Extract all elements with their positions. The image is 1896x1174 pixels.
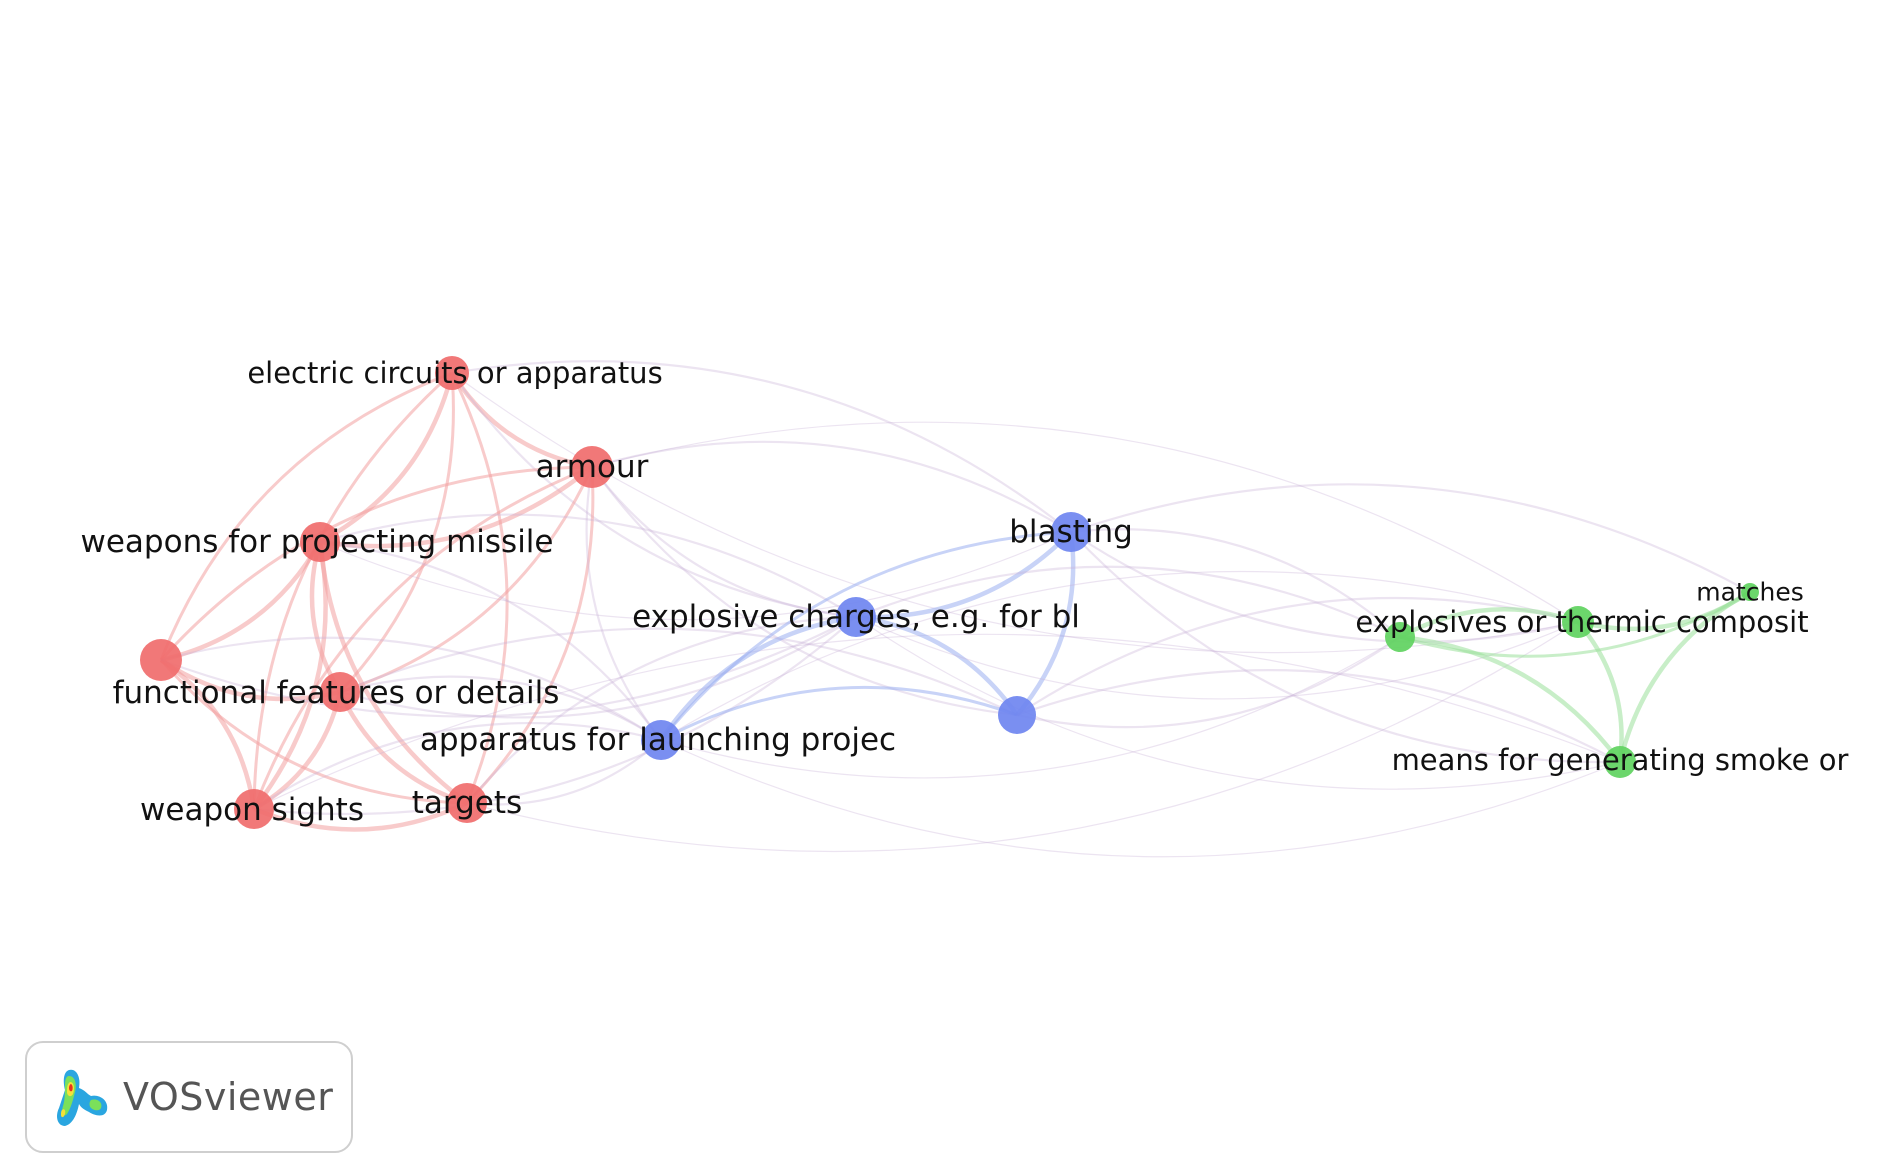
edge-explosives-thermic-green-left <box>1398 606 1579 639</box>
node-blue-unlabeled[interactable] <box>998 696 1036 734</box>
node-label-explosives-thermic[interactable]: explosives or thermic composit <box>1355 605 1808 639</box>
edge-weapon-sights-smoke <box>253 633 1621 810</box>
edge-functional-features-targets <box>337 691 468 806</box>
edge-functional-dot-apparatus-launching <box>160 636 662 741</box>
edge-weapons-projecting-targets <box>317 541 469 805</box>
edge-blasting-explosive-charges <box>855 530 1073 620</box>
node-blasting[interactable] <box>1051 512 1091 552</box>
node-label-weapons-projecting[interactable]: weapons for projecting missile <box>81 524 554 560</box>
edge-functional-features-apparatus-launching <box>339 675 662 741</box>
edge-electric-circuits-blasting <box>451 360 1072 533</box>
edge-functional-dot-weapon-sights <box>159 658 257 810</box>
edge-functional-dot-functional-features <box>159 658 341 702</box>
edge-armour-functional-features <box>339 466 594 694</box>
edge-armour-explosives-thermic <box>591 421 1579 623</box>
edge-weapons-projecting-functional-dot <box>160 540 322 663</box>
edge-explosive-charges-explosives-thermic <box>855 616 1579 700</box>
edge-armour-explosive-charges <box>591 466 857 619</box>
edge-functional-dot-targets <box>159 659 468 805</box>
edge-explosive-charges-blue-unlabeled <box>855 614 1019 717</box>
edge-weapon-sights-targets <box>253 800 468 832</box>
edge-electric-circuits-explosive-charges <box>451 372 857 619</box>
edge-smoke-matches <box>1617 590 1752 763</box>
node-matches[interactable] <box>1741 583 1759 601</box>
node-functional-features[interactable] <box>320 672 360 712</box>
node-targets[interactable] <box>447 783 487 823</box>
node-label-blasting[interactable]: blasting <box>1009 514 1133 550</box>
edge-explosive-charges-green-left <box>855 565 1401 638</box>
node-label-electric-circuits[interactable]: electric circuits or apparatus <box>247 356 662 390</box>
edge-blue-unlabeled-explosives-thermic <box>1016 596 1579 716</box>
edge-apparatus-launching-smoke <box>660 739 1621 858</box>
node-weapon-sights[interactable] <box>234 789 274 829</box>
vosviewer-logo-box: VOSviewer <box>25 1041 353 1153</box>
edge-explosive-charges-smoke <box>855 616 1621 790</box>
edge-targets-explosive-charges <box>466 615 857 804</box>
edge-explosives-thermic-smoke <box>1576 620 1624 763</box>
edge-armour-blasting <box>591 440 1072 533</box>
node-weapons-projecting[interactable] <box>300 522 340 562</box>
node-label-smoke[interactable]: means for generating smoke or <box>1392 743 1849 777</box>
edge-weapon-sights-explosive-charges <box>253 616 857 816</box>
edge-functional-features-blue-unlabeled <box>339 627 1018 716</box>
edge-weapons-projecting-blasting <box>319 531 1072 621</box>
edge-weapon-sights-apparatus-launching <box>253 722 662 810</box>
edge-armour-functional-dot <box>159 465 593 662</box>
node-explosive-charges[interactable] <box>836 597 876 637</box>
node-label-weapon-sights[interactable]: weapon sights <box>140 792 364 828</box>
node-label-apparatus-launching[interactable]: apparatus for launching projec <box>420 722 896 758</box>
node-label-matches[interactable]: matches <box>1696 578 1803 607</box>
labels-layer: electric circuits or apparatus armour weap… <box>81 356 1849 828</box>
edge-targets-apparatus-launching <box>466 739 662 806</box>
node-apparatus-launching[interactable] <box>641 720 681 760</box>
edge-armour-blue-unlabeled <box>591 466 1018 717</box>
edge-apparatus-launching-green-left <box>660 636 1401 779</box>
edge-blasting-matches <box>1070 483 1751 593</box>
edge-blue-unlabeled-smoke <box>1016 669 1621 763</box>
edge-electric-circuits-weapon-sights <box>252 371 454 810</box>
edges-layer <box>159 360 1752 858</box>
node-smoke[interactable] <box>1604 746 1636 778</box>
edge-blasting-apparatus-launching <box>659 530 1072 741</box>
edge-electric-circuits-functional-dot <box>159 371 453 661</box>
edge-blasting-green-left <box>1070 528 1401 638</box>
edge-armour-weapon-sights <box>252 465 593 810</box>
nodes-layer <box>140 356 1759 829</box>
edge-electric-circuits-armour <box>450 371 593 470</box>
vosviewer-logo-text: VOSviewer <box>123 1075 334 1119</box>
edge-electric-circuits-targets <box>450 372 509 804</box>
edge-blasting-blue-unlabeled <box>1015 531 1076 717</box>
edge-electric-circuits-weapons-projecting <box>318 372 455 544</box>
node-green-left[interactable] <box>1385 622 1415 652</box>
edge-apparatus-launching-blue-unlabeled <box>660 685 1018 742</box>
node-explosives-thermic[interactable] <box>1562 606 1594 638</box>
node-label-functional-features[interactable]: functional features or details <box>113 675 560 711</box>
vosviewer-density-icon <box>57 1069 108 1126</box>
node-label-targets[interactable]: targets <box>412 785 522 821</box>
edge-blasting-explosives-thermic <box>1070 531 1579 643</box>
edge-blasting-smoke <box>1070 531 1621 764</box>
edge-targets-explosives-thermic <box>466 621 1579 853</box>
edge-armour-targets <box>465 466 595 805</box>
node-label-explosive-charges[interactable]: explosive charges, e.g. for bl <box>632 599 1080 635</box>
node-armour[interactable] <box>571 446 613 488</box>
edge-apparatus-launching-explosives-thermic <box>660 570 1579 741</box>
edge-green-left-smoke <box>1399 634 1622 764</box>
edge-weapons-projecting-apparatus-launching <box>319 540 662 741</box>
edge-functional-dot-explosive-charges <box>160 616 857 718</box>
edge-functional-features-explosive-charges <box>339 616 857 719</box>
edge-weapons-projecting-explosive-charges <box>319 513 857 618</box>
edge-armour-apparatus-launching <box>585 466 662 741</box>
node-electric-circuits[interactable] <box>435 356 469 390</box>
edge-blue-unlabeled-green-left <box>1016 636 1401 729</box>
node-functional-dot[interactable] <box>140 639 182 681</box>
node-label-armour[interactable]: armour <box>536 449 649 485</box>
edge-electric-circuits-functional-features <box>338 372 455 694</box>
edge-explosive-charges-apparatus-launching <box>659 614 857 742</box>
edge-green-left-matches <box>1399 590 1751 658</box>
